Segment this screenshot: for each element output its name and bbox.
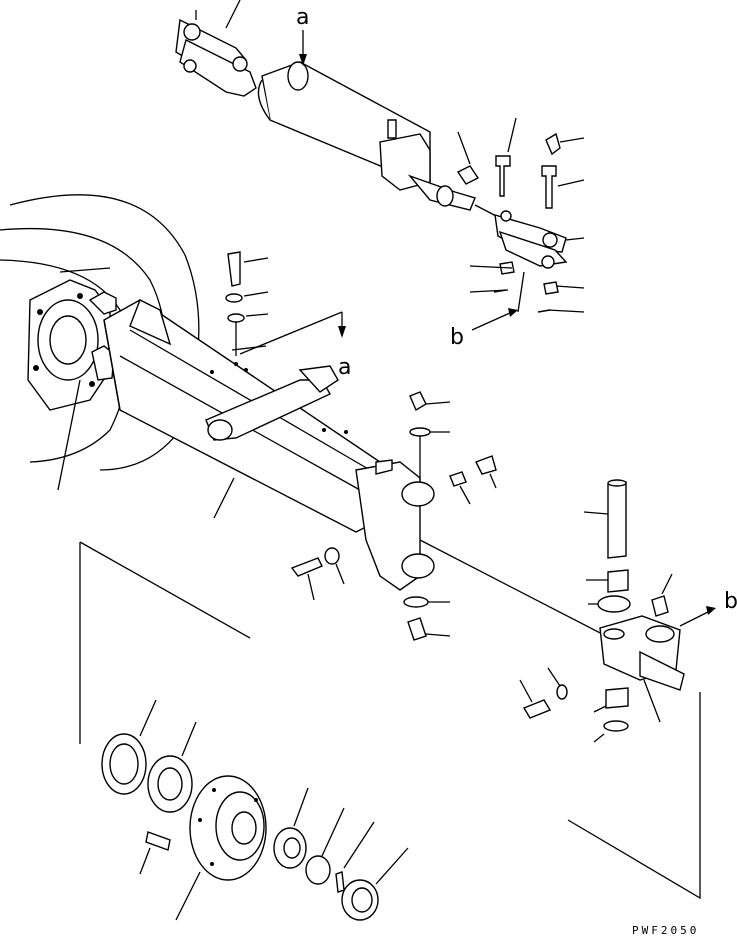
- hub-exploded-view: [79, 541, 701, 921]
- ref-b-right: b: [679, 589, 737, 627]
- ref-b-left: b: [450, 271, 525, 350]
- ref-b-left-label: b: [450, 325, 464, 350]
- front-axle-beam: [103, 299, 435, 591]
- ref-a-mid-label: a: [338, 355, 351, 380]
- ref-b-right-label: b: [724, 589, 737, 614]
- steering-cylinder-assembly: [175, 0, 585, 313]
- ref-a-top-label: a: [296, 5, 309, 30]
- ref-a-top: a: [296, 5, 309, 66]
- ref-a-mid: a: [239, 311, 351, 380]
- wheel-tire: [0, 194, 200, 491]
- axle-fasteners: [225, 251, 607, 641]
- drawing-code: PWF2050: [632, 924, 699, 937]
- steering-knuckle-assembly: [519, 479, 685, 743]
